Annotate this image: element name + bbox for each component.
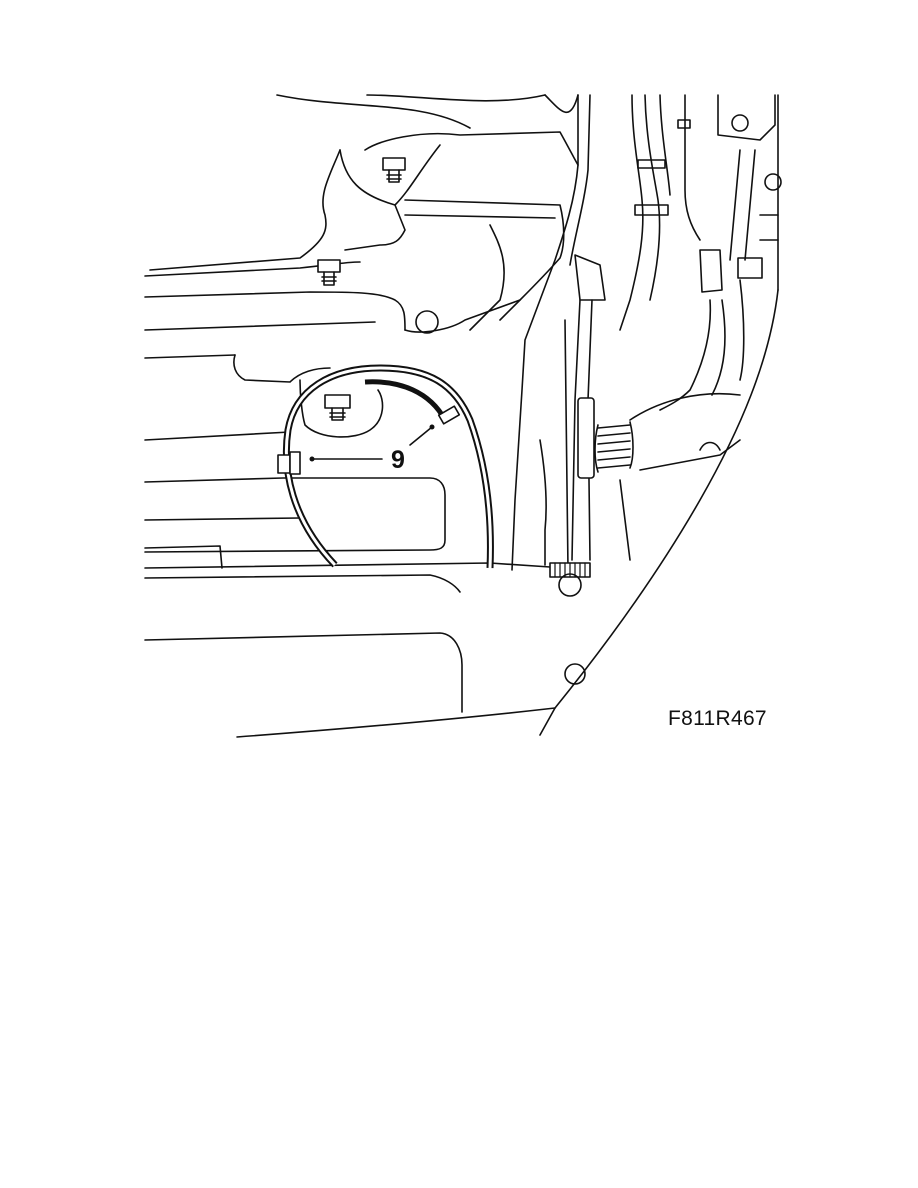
- hose-c: [659, 94, 671, 196]
- hose-clip-2: [637, 159, 666, 169]
- base-line-2: [144, 574, 461, 593]
- body-line-7: [144, 545, 223, 569]
- lower-right-hole: [699, 441, 721, 451]
- upper-flange: [149, 149, 341, 271]
- wire-c: [739, 279, 745, 381]
- hose-a: [619, 94, 644, 331]
- mech-arm: [629, 392, 741, 421]
- callout-leaders: [309, 424, 435, 462]
- shock-tower-cup: [299, 379, 384, 438]
- wire-b: [711, 299, 726, 396]
- shock-tower-edge: [233, 354, 331, 383]
- hose-d: [684, 94, 701, 241]
- panel-hole: [415, 310, 439, 334]
- mech-rod-4: [539, 439, 547, 566]
- right-frame-lines: [759, 214, 779, 241]
- mech-rod-1: [571, 299, 581, 561]
- upper-right-bracket: [717, 94, 776, 141]
- top-panel-notch: [544, 94, 579, 114]
- body-line-5: [144, 431, 291, 441]
- figure-code: F811R467: [668, 707, 767, 730]
- right-rod: [729, 149, 756, 261]
- fender-panel-line: [404, 214, 556, 219]
- bracket-diagonal: [394, 144, 441, 206]
- right-nut: [764, 173, 782, 191]
- body-line-6: [144, 517, 301, 521]
- hose-clip-3: [634, 204, 669, 216]
- strut-vertical-2: [569, 94, 591, 266]
- bracket-bolt: [731, 114, 749, 132]
- fender-panel-lower: [404, 299, 521, 333]
- ribbed-base: [549, 562, 591, 578]
- stud-top: [382, 157, 406, 183]
- top-panel-edge: [366, 94, 546, 102]
- wire-a: [659, 299, 712, 411]
- body-line-4: [144, 354, 236, 359]
- callout-number: 9: [391, 446, 405, 474]
- hose-clip-1: [677, 119, 691, 129]
- lower-panel: [144, 632, 463, 713]
- upper-bracket-top: [364, 131, 579, 166]
- lower-bolt: [564, 663, 586, 685]
- connector-block: [699, 249, 723, 293]
- lower-right-edge: [639, 439, 741, 471]
- body-line-3: [144, 321, 376, 331]
- top-panel-curve: [276, 94, 471, 129]
- coil-spring: [577, 397, 634, 479]
- mech-rod-5: [619, 479, 631, 561]
- mech-bracket-top: [574, 254, 606, 301]
- stud-middle: [317, 259, 341, 286]
- fender-panel-top: [404, 199, 565, 321]
- fender-edge-curve: [539, 289, 779, 736]
- hose-callout-9: [277, 364, 494, 569]
- engine-bay-illustration: 9: [144, 94, 782, 738]
- bottom-bolt: [558, 573, 582, 597]
- body-line-2: [144, 291, 406, 331]
- strut-vertical-1: [511, 94, 579, 571]
- bottom-edge: [236, 707, 556, 738]
- stud-shock: [324, 394, 351, 421]
- battery-tray: [144, 477, 446, 553]
- fender-panel-curve: [469, 224, 505, 331]
- mech-rod-3: [564, 319, 569, 571]
- hose-b: [644, 94, 661, 301]
- connector-block-2: [737, 257, 763, 279]
